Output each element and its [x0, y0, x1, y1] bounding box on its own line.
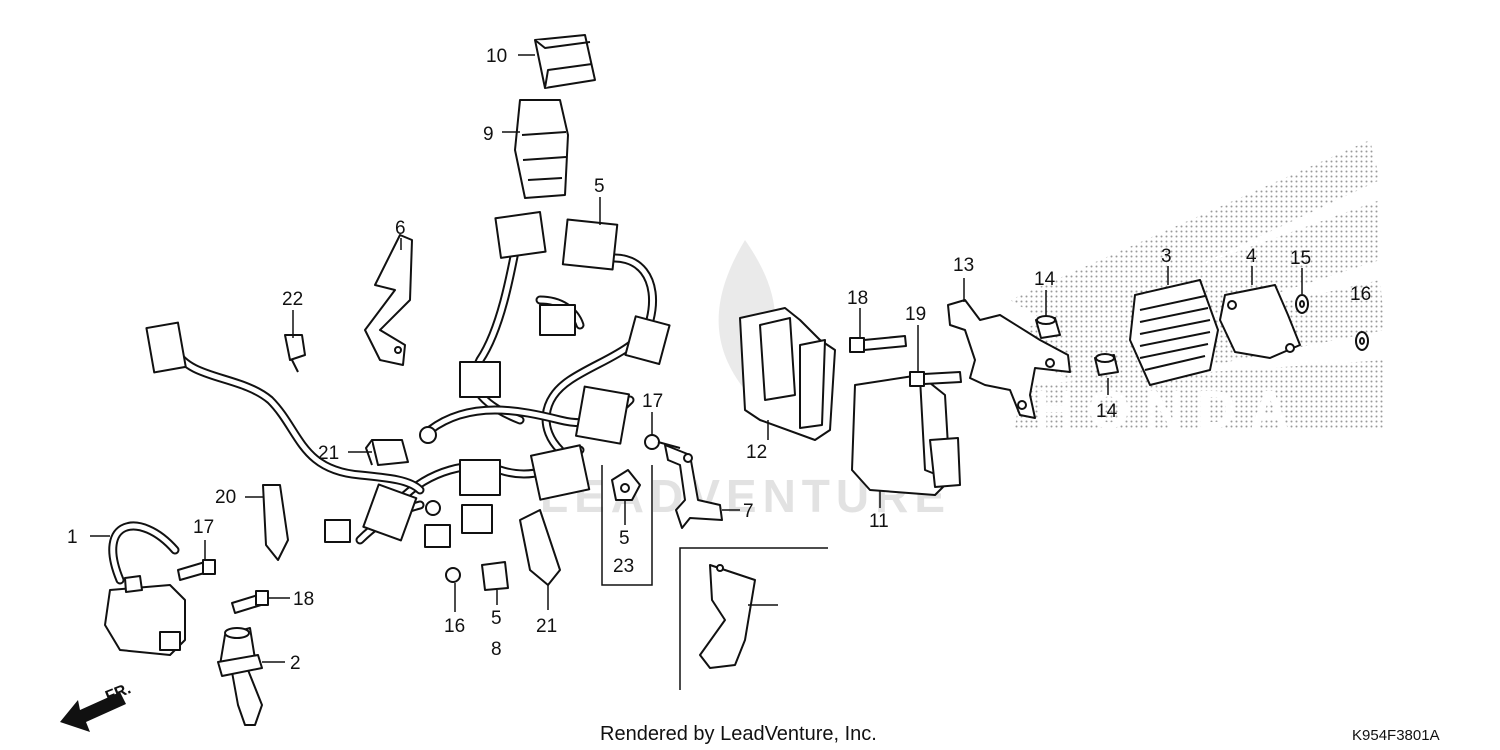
part-clip-20[interactable] [284, 334, 306, 373]
part-bolt-16-lower[interactable] [231, 590, 269, 614]
part-bracket-23[interactable] [699, 564, 756, 669]
callout-11: 11 [869, 511, 889, 532]
footer-credit: Rendered by LeadVenture, Inc. [600, 723, 877, 745]
part-band-18-left[interactable] [262, 484, 289, 561]
callout-8: 8 [491, 639, 502, 660]
callout-22: 23 [613, 556, 634, 577]
honda-brand-text: HONDA [1035, 380, 1303, 440]
part-spark-plug-cap-2[interactable] [217, 627, 263, 726]
part-bolt-21-lower[interactable] [909, 371, 962, 387]
part-bolt-15-lower[interactable] [445, 567, 461, 583]
callout-14-lower: 14 [1096, 401, 1118, 422]
part-bracket-13[interactable] [947, 299, 1071, 419]
callout-17-b: 16 [1350, 284, 1371, 305]
diagram-code: K954F3801A [1352, 727, 1440, 744]
callout-5-top: 5 [594, 176, 605, 197]
part-bracket-6[interactable] [364, 234, 413, 366]
callout-4: 4 [1246, 246, 1257, 267]
callout-15-lower: 16 [444, 616, 465, 637]
part-plate-4[interactable] [1219, 284, 1301, 359]
direction-label: FR. [103, 680, 133, 705]
callout-1: 1 [67, 527, 78, 548]
part-regulator-rectifier-3[interactable] [1129, 279, 1219, 386]
callout-16-upper: 17 [193, 517, 214, 538]
part-collar-14-lower[interactable] [1094, 353, 1119, 376]
part-band-18-right[interactable] [519, 509, 561, 586]
part-connector-cover[interactable] [534, 34, 596, 89]
callout-18-left: 20 [215, 487, 236, 508]
callout-21-right: 19 [905, 304, 926, 325]
callout-5-grommet: 5 [491, 608, 502, 629]
callout-14-upper: 14 [1034, 269, 1056, 290]
part-clamp-19[interactable] [365, 439, 409, 466]
callout-21-left: 18 [847, 288, 868, 309]
part-module-11[interactable] [851, 374, 961, 496]
part-grommet-5-8[interactable] [481, 561, 509, 591]
part-connector[interactable] [514, 99, 569, 199]
group-box-23 [679, 547, 828, 690]
callout-9: 9 [483, 124, 494, 145]
callout-7: 7 [743, 501, 754, 522]
part-bolt-15-upper[interactable] [644, 434, 681, 450]
callout-16-lower: 18 [293, 589, 314, 610]
callout-labels: 10 9 5 6 22 21 20 1 17 18 2 16 5 8 21 5 … [67, 46, 1371, 674]
part-washer-17-b[interactable] [1355, 331, 1369, 351]
callout-6: 6 [395, 218, 406, 239]
part-wire-harness[interactable] [324, 210, 671, 548]
callout-2: 2 [290, 653, 301, 674]
callout-20: 22 [282, 289, 303, 310]
part-collar-14-upper[interactable] [1035, 315, 1061, 339]
callout-10: 10 [486, 46, 507, 67]
part-ignition-coil-1[interactable] [104, 521, 186, 656]
group-box-5-22 [601, 465, 653, 586]
callout-17-a: 15 [1290, 248, 1311, 269]
callout-19: 21 [318, 443, 339, 464]
part-bolt-16-upper[interactable] [177, 559, 216, 581]
callout-18-right: 21 [536, 616, 557, 637]
part-bracket-7[interactable] [664, 444, 723, 529]
part-nut-5-22[interactable] [611, 469, 641, 501]
callout-3: 3 [1161, 246, 1172, 267]
part-ecu-12[interactable] [739, 307, 836, 441]
callout-15-upper: 17 [642, 391, 663, 412]
leader-lines [90, 54, 1303, 663]
part-sub-harness[interactable] [145, 321, 425, 495]
front-direction-arrow: FR. [60, 680, 133, 732]
callout-12: 12 [746, 442, 767, 463]
part-washer-17-a[interactable] [1295, 294, 1309, 314]
callout-5-nut: 5 [619, 528, 630, 549]
callout-13: 13 [953, 255, 974, 276]
part-bolt-21-upper[interactable] [849, 335, 907, 353]
